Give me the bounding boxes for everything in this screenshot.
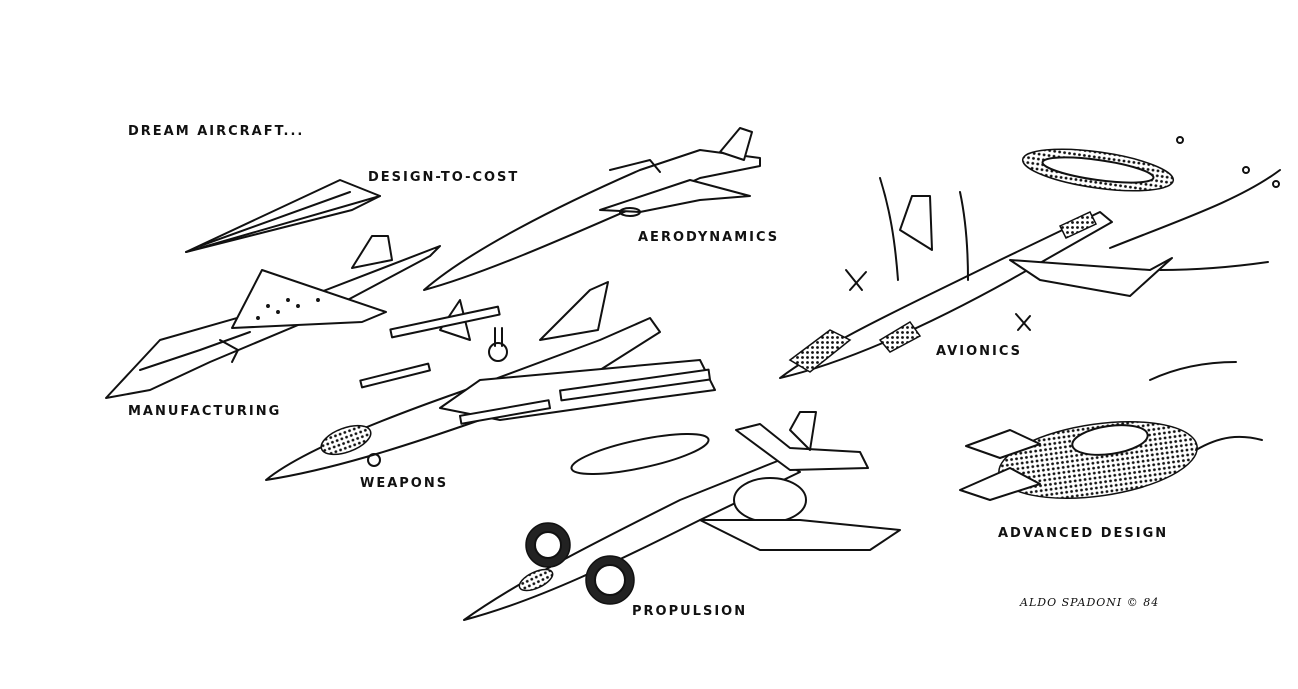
artist-signature: ALDO SPADONI © 84 — [1020, 596, 1160, 609]
saucer-spacecraft — [959, 361, 1263, 501]
armed-fighter — [265, 281, 716, 481]
manufacturing-label: MANUFACTURING — [128, 404, 282, 419]
faceted-aircraft — [105, 235, 441, 399]
title-label: DREAM AIRCRAFT... — [128, 124, 305, 139]
paper-dart-aircraft — [185, 179, 381, 253]
avionics-aircraft — [779, 136, 1281, 379]
advanced-design-label: ADVANCED DESIGN — [998, 526, 1169, 541]
propulsion-aircraft — [463, 411, 901, 621]
avionics-label: AVIONICS — [936, 344, 1022, 359]
weapons-label: WEAPONS — [360, 476, 449, 491]
aerodynamics-label: AERODYNAMICS — [638, 230, 780, 245]
supersonic-aircraft — [423, 127, 761, 291]
propulsion-label: PROPULSION — [632, 604, 748, 619]
design-to-cost-label: DESIGN-TO-COST — [368, 170, 520, 185]
